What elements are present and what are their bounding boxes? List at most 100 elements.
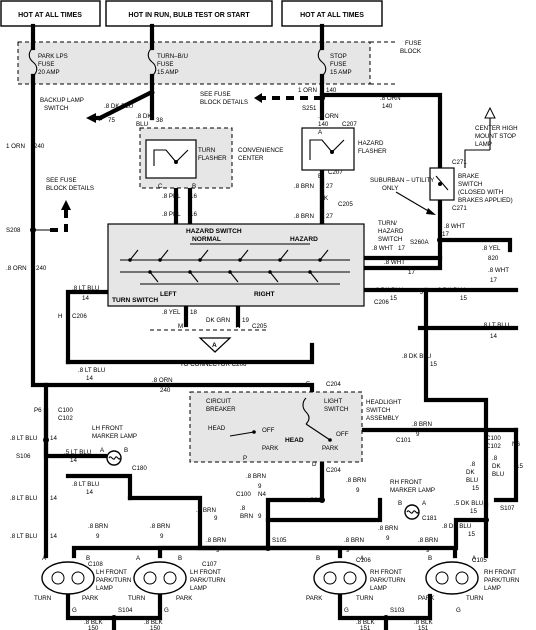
svg-text:.8 LT BLU: .8 LT BLU (10, 435, 37, 442)
svg-text:PARK: PARK (176, 595, 193, 602)
lh-park-turn-lamp-2: TURN PARK A B G LH FRONT PARK/TURN LAMP (128, 555, 225, 614)
splice-points (30, 95, 489, 621)
svg-text:151: 151 (418, 625, 429, 630)
svg-text:.8 BRN: .8 BRN (346, 477, 366, 484)
svg-text:9: 9 (356, 487, 360, 494)
svg-text:A: A (100, 447, 105, 454)
svg-text:C271: C271 (452, 205, 467, 212)
svg-text:N: N (236, 323, 240, 330)
svg-text:.8 YEL: .8 YEL (482, 245, 501, 252)
svg-text:MARKER LAMP: MARKER LAMP (92, 433, 137, 440)
svg-text:C206: C206 (374, 299, 389, 306)
svg-text:C205: C205 (252, 323, 267, 330)
svg-text:B: B (178, 555, 182, 562)
header-left-text: HOT AT ALL TIMES (18, 12, 82, 19)
svg-text:SWITCH: SWITCH (44, 105, 68, 112)
lh-park-turn-lamp-1: TURN PARK A B G LH FRONT PARK/TURN LAMP (34, 555, 131, 614)
svg-text:.8 ORN: .8 ORN (318, 113, 339, 120)
svg-text:BLOCK: BLOCK (400, 48, 422, 55)
svg-text:SWITCH: SWITCH (366, 407, 390, 414)
svg-text:.8 WHT: .8 WHT (372, 245, 393, 252)
svg-text:A: A (212, 342, 217, 349)
svg-text:17: 17 (490, 277, 497, 284)
svg-text:151: 151 (360, 625, 371, 630)
svg-text:240: 240 (160, 387, 171, 394)
svg-text:16: 16 (190, 193, 197, 200)
svg-text:.8 BLK: .8 BLK (144, 619, 163, 626)
svg-text:A: A (42, 555, 47, 562)
svg-text:BLOCK DETAILS: BLOCK DETAILS (46, 185, 94, 192)
svg-text:BRAKES APPLIED): BRAKES APPLIED) (458, 197, 513, 204)
svg-text:OFF: OFF (336, 431, 349, 438)
svg-text:SEE FUSE: SEE FUSE (200, 91, 231, 98)
svg-text:SWITCH: SWITCH (458, 181, 482, 188)
svg-text:SUBURBAN – UTILITY: SUBURBAN – UTILITY (370, 177, 434, 184)
svg-text:18: 18 (190, 309, 197, 316)
svg-text:PARK/TURN: PARK/TURN (96, 577, 131, 584)
svg-text:820: 820 (488, 255, 499, 262)
wire-labels: 1 ORN 240 .8 DK BLU 75 BACKUP LAMP SWITC… (6, 87, 523, 630)
svg-text:B: B (428, 555, 432, 562)
wires (30, 73, 519, 630)
svg-text:.8 LT BLU: .8 LT BLU (72, 481, 99, 488)
svg-text:16: 16 (190, 211, 197, 218)
svg-text:C205: C205 (338, 201, 353, 208)
svg-text:BACKUP LAMP: BACKUP LAMP (40, 97, 84, 104)
svg-text:TURN–B/U: TURN–B/U (157, 53, 188, 60)
svg-text:.8 PPL: .8 PPL (162, 211, 181, 218)
svg-text:.8: .8 (470, 461, 476, 468)
svg-text:C204: C204 (326, 467, 341, 474)
svg-text:PARK/TURN: PARK/TURN (370, 577, 405, 584)
svg-text:A: A (422, 500, 427, 507)
svg-text:S260A: S260A (410, 239, 429, 246)
svg-text:P6: P6 (34, 407, 42, 414)
svg-text:HEADLIGHT: HEADLIGHT (366, 399, 402, 406)
svg-text:14: 14 (50, 495, 57, 502)
svg-text:S107: S107 (500, 505, 515, 512)
dashed-wire-fuse-details-left (50, 210, 68, 232)
svg-text:LAMP: LAMP (484, 585, 501, 592)
svg-text:ONLY: ONLY (382, 185, 398, 192)
svg-text:RIGHT: RIGHT (254, 291, 275, 298)
svg-text:.8 BLK: .8 BLK (356, 619, 375, 626)
svg-text:SWITCH: SWITCH (324, 406, 348, 413)
svg-text:S210: S210 (310, 497, 325, 504)
svg-text:PARK: PARK (418, 595, 435, 602)
svg-text:LIGHT: LIGHT (324, 398, 342, 405)
svg-text:CIRCUIT: CIRCUIT (206, 398, 231, 405)
svg-text:17: 17 (398, 245, 405, 252)
svg-text:9: 9 (216, 547, 220, 554)
svg-text:.8 WHT: .8 WHT (384, 259, 405, 266)
svg-text:PARK: PARK (306, 595, 323, 602)
svg-text:BLOCK DETAILS: BLOCK DETAILS (200, 99, 248, 106)
svg-text:.8 BLK: .8 BLK (84, 619, 103, 626)
svg-text:STOP: STOP (330, 53, 347, 60)
svg-text:14: 14 (490, 333, 497, 340)
svg-text:FLASHER: FLASHER (198, 155, 227, 162)
svg-text:9: 9 (386, 535, 390, 542)
rh-marker-lamp: RH FRONT MARKER LAMP B A (390, 479, 435, 520)
svg-text:TURN SWITCH: TURN SWITCH (112, 297, 158, 304)
svg-text:.8 BRN: .8 BRN (344, 537, 364, 544)
svg-text:OFF: OFF (262, 427, 275, 434)
svg-text:75: 75 (108, 117, 115, 124)
svg-text:.5 DK BLU: .5 DK BLU (454, 500, 483, 507)
svg-text:15: 15 (472, 485, 479, 492)
svg-text:C108: C108 (88, 561, 103, 568)
svg-text:14: 14 (86, 489, 93, 496)
svg-text:C100: C100 (236, 491, 251, 498)
lh-marker-lamp: LH FRONT MARKER LAMP A B (92, 425, 137, 466)
svg-text:.8 LT BLU: .8 LT BLU (482, 322, 509, 329)
svg-text:G: G (164, 607, 169, 614)
svg-text:27: 27 (326, 213, 333, 220)
svg-text:PARK: PARK (82, 595, 99, 602)
svg-text:17: 17 (442, 231, 449, 238)
svg-text:LH FRONT: LH FRONT (92, 425, 123, 432)
hazard-flasher: HAZARD FLASHER (301, 127, 387, 171)
svg-text:17: 17 (408, 269, 415, 276)
svg-text:SEE FUSE: SEE FUSE (46, 177, 77, 184)
svg-text:LH FRONT: LH FRONT (190, 569, 221, 576)
svg-text:.8 BRN: .8 BRN (88, 523, 108, 530)
svg-text:S208: S208 (6, 227, 21, 234)
